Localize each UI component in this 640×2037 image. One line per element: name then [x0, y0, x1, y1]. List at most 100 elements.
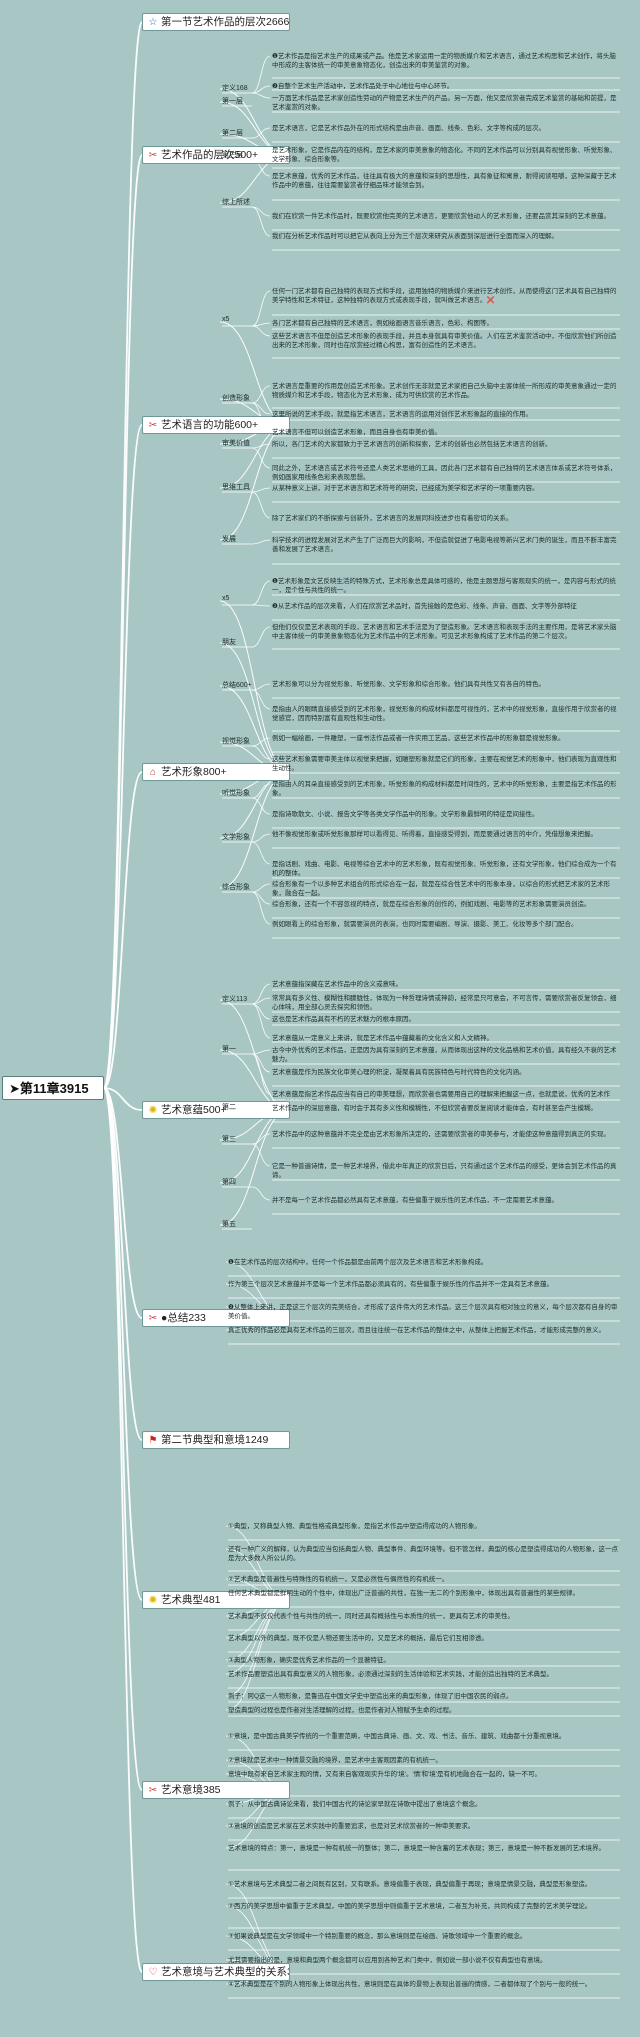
- leaf-text: 一方面艺术作品是艺术家创造性劳动的产物是艺术生产的产品。另一方面，他又是欣赏者完…: [272, 95, 617, 112]
- branch-label[interactable]: x5: [222, 316, 230, 323]
- topic-label: 第一节艺术作品的层次2666: [161, 16, 290, 28]
- leaf-text: 任何一门艺术都有自己独特的表现方式和手段，运用独特的物质媒介来进行艺术创作，从而…: [272, 288, 617, 305]
- leaf-text: 艺术作品中的深层意蕴，有时会于其有多义性和模糊性，不但欣赏者要反复阅读才能体会，…: [272, 1105, 597, 1112]
- root-node[interactable]: ➤第11章3915: [2, 1076, 104, 1100]
- leaf-text: 艺术意境的特点：第一，意境是一种有机统一的整体；第二，意境是一种含蓄的艺术表现；…: [228, 1845, 605, 1852]
- topic-t8[interactable]: ✺艺术典型481: [142, 1591, 290, 1609]
- leaf-text: 艺术意蕴是指艺术作品应当有自己的审美理想，而欣赏者也需要用自己的理解来把握这一点…: [272, 1091, 610, 1098]
- leaf-text: ①艺术意境与艺术典型二者之间既有区别，又有联系。意境偏重于表现，典型偏重于再现；…: [228, 1881, 592, 1888]
- leaf-text: 艺术意蕴是作为民族文化审美心理的积淀，凝聚着具有民族特色与时代特色的文化内涵。: [272, 1069, 526, 1076]
- branch-label[interactable]: 第二层: [222, 130, 243, 137]
- leaf-text: 这也是艺术作品具有不朽的艺术魅力的根本原因。: [272, 1016, 415, 1023]
- topic-t5[interactable]: ✺艺术意蕴500+: [142, 1101, 290, 1119]
- leaf-text: 艺术意蕴从一定意义上来讲，就是艺术作品中蕴藏着的文化含义和人文精神。: [272, 1035, 493, 1042]
- leaf-text: 这些艺术形象需要审美主体以视觉来把握，如雕塑形象就是它们的形象，主要在视觉艺术的…: [272, 756, 617, 773]
- tools-icon: ✂: [148, 420, 158, 431]
- branch-label[interactable]: 第一层: [222, 98, 243, 105]
- branch-label[interactable]: 第四: [222, 1179, 236, 1186]
- topic-t4[interactable]: ⌂艺术形象800+: [142, 763, 290, 781]
- leaf-text: 常常具有多义性、模糊性和朦胧性，体现为一种哲理诗情或神韵，经常是只可意会，不可言…: [272, 995, 617, 1012]
- leaf-text: 它是一种普遍诗情，是一种艺术境界，借此中年真正的欣赏日后，只有通过这个艺术作品的…: [272, 1163, 617, 1180]
- leaf-text: ❷从整体上来讲，正是这三个层次的完美结合，才形成了这件伟大的艺术作品。这三个层次…: [228, 1304, 618, 1321]
- branch-label[interactable]: 视觉形象: [222, 738, 250, 745]
- branch-label[interactable]: 第二: [222, 1104, 236, 1111]
- leaf-text: 艺术意蕴指深藏在艺术作品中的含义或意味。: [272, 981, 402, 988]
- leaf-text: 但他们仅仅是艺术表现的手段，艺术语言和艺术手法是为了塑造形象。艺术语言和表现手法…: [272, 624, 617, 641]
- heart-icon: ♡: [148, 1967, 158, 1978]
- branch-label[interactable]: 总结600+: [222, 682, 252, 689]
- leaf-text: 他不像视觉形象或听觉形象那样可以看得见、听得着，直接感受得到，而是要通过语言的中…: [272, 831, 597, 838]
- leaf-text: 尤其需要指出的是，意境和典型两个概念都可以应用到各种艺术门类中，例如说一部小说不…: [228, 1957, 547, 1964]
- tools-icon: ✂: [148, 150, 158, 161]
- leaf-text: 科学技术的进程发展对艺术产生了广泛而巨大的影响，不但造就促进了电影电视等新兴艺术…: [272, 537, 617, 554]
- topic-t10[interactable]: ♡艺术意境与艺术典型的关系383: [142, 1963, 290, 1981]
- leaf-text: 是指话剧、戏曲、电影、电视等综合艺术中的艺术形象，既有视觉形象、听觉形象，还有文…: [272, 861, 617, 878]
- leaf-text: ❶艺术作品是指艺术生产的成果或产品。他是艺术家运用一定的物质媒介和艺术语言，通过…: [272, 53, 616, 70]
- leaf-text: 艺术语言不但可以创造艺术形象，而且自身也有审美价值。: [272, 429, 441, 436]
- topic-t3[interactable]: ✂艺术语言的功能600+: [142, 416, 290, 434]
- branch-label[interactable]: 思维工具: [222, 484, 250, 491]
- leaf-text: 并不是每一个艺术作品都必然具有艺术意蕴，有些偏重于娱乐性的艺术作品，不一定需要艺…: [272, 1197, 558, 1204]
- leaf-text: 是指由人的眼睛直接感受到的艺术形象，视觉形象的构成材料都是可视性的，艺术中的视觉…: [272, 706, 617, 723]
- branch-label[interactable]: 定义168: [222, 85, 248, 92]
- leaf-text: ②意境就是艺术中一种情景交融的境界，是艺术中主客观因素的有机统一。: [228, 1757, 442, 1764]
- leaf-text: ①意境，是中国古典美学传统的一个重要范畴，中国古典诗、画、文、戏、书法、音乐、建…: [228, 1733, 566, 1740]
- branch-label[interactable]: 第三: [222, 1136, 236, 1143]
- leaf-text: 综合形象有一个以多种艺术组合的形式综合在一起，就是在综合性艺术中的形象本身，以综…: [272, 881, 610, 898]
- topic-label: 艺术形象800+: [161, 766, 227, 778]
- leaf-text: 还有一种广义的解释，认为典型应当包括典型人物、典型事件、典型环境等。但不管怎样，…: [228, 1546, 618, 1563]
- leaf-text: 艺术形象可以分为视觉形象、听觉形象、文学形象和综合形象。他们具有共性又有各自的特…: [272, 681, 545, 688]
- leaf-text: 同此之外，艺术语言或艺术符号还是人类艺术思维的工具，因此各门艺术都有自己独特的艺…: [272, 465, 617, 482]
- branch-label[interactable]: x5: [222, 595, 230, 602]
- leaf-text: 例如眼看上的综合形象，就需要演员的表演，也同时需要编剧、导演、摄影、美工、化妆等…: [272, 921, 578, 928]
- topic-t6[interactable]: ✂●总结233: [142, 1309, 290, 1327]
- sun-icon: ✺: [148, 1105, 158, 1116]
- topic-label: 艺术语言的功能600+: [161, 419, 259, 431]
- tools-icon: ✂: [148, 1785, 158, 1796]
- branch-label[interactable]: 第三层: [222, 152, 243, 159]
- leaf-text: 艺术作品要塑造出具有典型意义的人物形象，必须通过深刻的生活体验和艺术实践，才能创…: [228, 1671, 553, 1678]
- leaf-text: ③意境的创造是艺术家在艺术实践中的重要追求，也是对艺术欣赏者的一种审美要求。: [228, 1823, 475, 1830]
- branch-label[interactable]: 第五: [222, 1221, 236, 1228]
- branch-label[interactable]: 综上所述: [222, 199, 250, 206]
- topic-label: ●总结233: [161, 1312, 206, 1324]
- branch-label[interactable]: 审美价值: [222, 440, 250, 447]
- branch-label[interactable]: 创造形象: [222, 395, 250, 402]
- leaf-text: 真正优秀的作品必是具有艺术作品的三层次，而且往往统一在艺术作品的整体之中，从整体…: [228, 1327, 605, 1334]
- leaf-text: 艺术语言是重要的作用是创造艺术形象。艺术创作无非就是艺术家把自己头脑中主客体统一…: [272, 383, 617, 400]
- branch-label[interactable]: 发展: [222, 536, 236, 543]
- leaf-text: 例如一幅绘画，一件雕塑，一座书法作品或者一件实用工艺品，这些艺术作品中的形象都是…: [272, 735, 565, 742]
- branch-label[interactable]: 文学形象: [222, 834, 250, 841]
- leaf-text: 是艺术语言，它是艺术作品外在的形式结构是由声音、画面、线条、色彩、文字等构成的层…: [272, 125, 545, 132]
- branch-label[interactable]: 朋友: [222, 639, 236, 646]
- flag-icon: ⚑: [148, 1435, 158, 1446]
- topic-t1[interactable]: ☆第一节艺术作品的层次2666: [142, 13, 290, 31]
- leaf-text: 是指由人的耳朵直接感受到的艺术形象，听觉形象的构成材料都是时间性的，艺术中的听觉…: [272, 781, 617, 798]
- leaf-text: 是艺术形象，它是作品内在的结构，是艺术家的审美意象的物态化。不同的艺术作品可以分…: [272, 147, 617, 164]
- topic-t2[interactable]: ✂艺术作品的层次500+: [142, 146, 290, 164]
- leaf-text: 我们在欣赏一件艺术作品时，既要欣赏他完美的艺术语言，更要欣赏他动人的艺术形象，还…: [272, 213, 610, 220]
- tools-icon: ✂: [148, 1313, 158, 1324]
- leaf-text: 各门艺术都有自己独特的艺术语言，例如绘画语言音乐语言，色彩、构图等。: [272, 320, 493, 327]
- topic-label: 第二节典型和意境1249: [161, 1434, 269, 1446]
- topic-label: 艺术意境385: [161, 1784, 221, 1796]
- leaf-text: 这里所说的艺术手段，就是指艺术语言，艺术语言的运用对创作艺术形象起的直接的作用。: [272, 411, 532, 418]
- leaf-text: 综合形象，还有一个不容忽视的特点，就是在综合形象的创作的，例如戏剧、电影等的艺术…: [272, 901, 591, 908]
- branch-label[interactable]: 听觉形象: [222, 790, 250, 797]
- topic-t7[interactable]: ⚑第二节典型和意境1249: [142, 1431, 290, 1449]
- leaf-text: ④艺术典型是在个别的人物形象上体现出共性，意境则是在具体的景物上表现出普遍的情感…: [228, 1981, 592, 1988]
- branch-label[interactable]: 综合形象: [222, 884, 250, 891]
- leaf-text: 所以，各门艺术的大家都致力于艺术语言的创新和探索，艺术的创新也必然包括艺术语言的…: [272, 441, 552, 448]
- leaf-text: 古今中外优秀的艺术作品，正是因为具有深刻的艺术意蕴，从而体现出这种的文化品格和艺…: [272, 1047, 617, 1064]
- topic-label: 艺术典型481: [161, 1594, 221, 1606]
- leaf-text: ①典型，又称典型人物、典型性格或典型形象，是指艺术作品中塑造得成功的人物形象。: [228, 1523, 481, 1530]
- topic-label: 艺术作品的层次500+: [161, 149, 259, 161]
- leaf-text: 除了艺术家们的不断探索与创新外，艺术语言的发展同科技进步也有着密切的关系。: [272, 515, 513, 522]
- leaf-text: ②艺术典型是普遍性与特殊性的有机统一，又是必然性与偶然性的有机统一。: [228, 1576, 449, 1583]
- branch-label[interactable]: 定义113: [222, 996, 248, 1003]
- branch-label[interactable]: 第一: [222, 1046, 236, 1053]
- leaf-text: 是指诗歌散文、小说、报告文学等各类文学作品中的形象。文学形象最鲜明的特征是间接性…: [272, 811, 539, 818]
- leaf-text: 是艺术意蕴，优秀的艺术作品，往往具有极大的意蕴和深刻的思想性，具有象征和寓意，耐…: [272, 173, 617, 190]
- topic-t9[interactable]: ✂艺术意境385: [142, 1781, 290, 1799]
- leaf-text: ❶在艺术作品的层次结构中，任何一个作品都是由前两个层次及艺术语言和艺术形象构成。: [228, 1259, 488, 1266]
